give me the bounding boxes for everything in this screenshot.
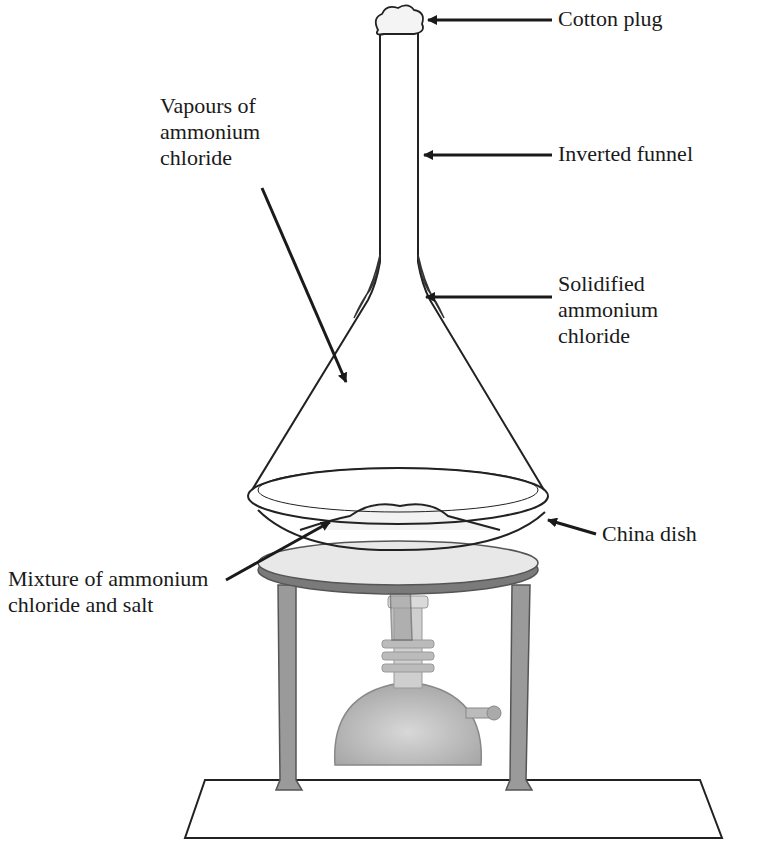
base-plate (185, 780, 722, 838)
leader-arrows (226, 20, 596, 580)
cotton-plug (376, 5, 423, 34)
part-label: Cotton plug (558, 6, 748, 32)
part-label: Mixture of ammonium chloride and salt (8, 566, 238, 618)
part-label: Vapours of ammonium chloride (160, 93, 300, 171)
burner (335, 596, 501, 765)
tripod-stand (258, 541, 538, 790)
china-dish (258, 504, 545, 550)
part-label: Inverted funnel (558, 141, 758, 167)
part-label: China dish (602, 521, 762, 547)
solidified-deposit (354, 255, 444, 318)
part-label: Solidified ammonium chloride (558, 271, 718, 349)
inverted-funnel (248, 28, 548, 524)
